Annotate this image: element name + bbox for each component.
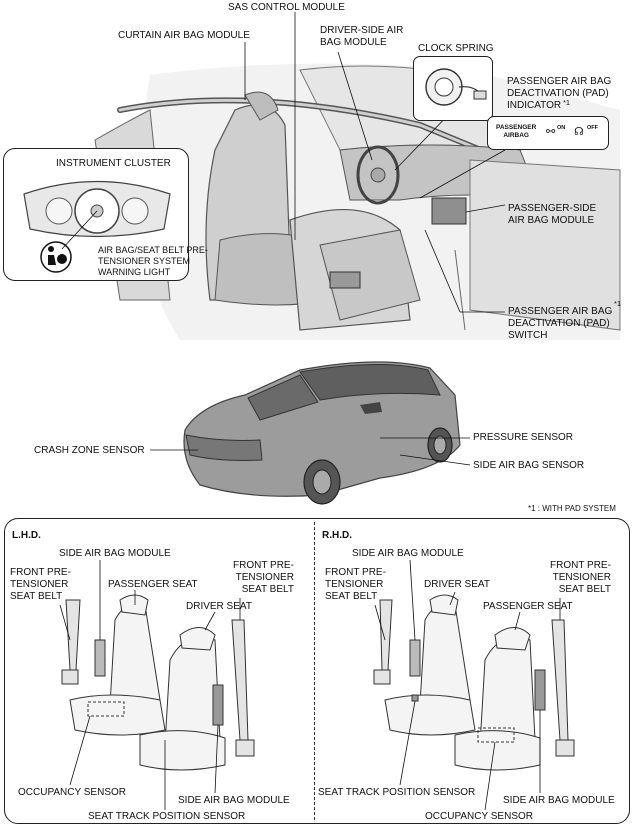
sas-control-module-box xyxy=(329,271,361,289)
steering-wheel-shape xyxy=(356,145,400,205)
rhd-heading: R.H.D. xyxy=(322,530,352,541)
label-pad-indicator: PASSENGER AIR BAG DEACTIVATION (PAD) IND… xyxy=(507,76,612,111)
clock-spring-drawing xyxy=(425,68,487,106)
seats-panel xyxy=(4,518,630,824)
label-instrument-cluster: INSTRUMENT CLUSTER xyxy=(56,158,171,169)
pad-off-text: OFF xyxy=(587,125,598,131)
seats-divider xyxy=(314,522,315,820)
instrument-cluster-inset xyxy=(3,148,189,281)
lhd-label-driver-seat: DRIVER SEAT xyxy=(186,601,252,612)
label-crash-zone-sensor: CRASH ZONE SENSOR xyxy=(34,445,145,456)
lhd-label-seat-track-position-sensor: SEAT TRACK POSITION SENSOR xyxy=(88,811,246,822)
rhd-label-seat-track-position-sensor: SEAT TRACK POSITION SENSOR xyxy=(318,787,476,798)
pad-indicator-inset: PASSENGER AIRBAG ⚯ ON ☊ OFF xyxy=(487,116,609,150)
label-curtain-air-bag-module: CURTAIN AIR BAG MODULE xyxy=(118,30,250,41)
label-pressure-sensor: PRESSURE SENSOR xyxy=(473,432,574,443)
passenger-air-bag-module-box xyxy=(431,197,467,225)
lhd-label-occupancy-sensor: OCCUPANCY SENSOR xyxy=(18,787,126,798)
label-sas-control-module: SAS CONTROL MODULE xyxy=(228,2,345,13)
pad-on-icon: ⚯ xyxy=(546,126,556,138)
label-side-air-bag-sensor: SIDE AIR BAG SENSOR xyxy=(473,460,585,471)
car-exterior-illustration xyxy=(150,361,471,505)
rhd-label-front-pretensioner-left: FRONT PRE- TENSIONER SEAT BELT xyxy=(325,567,386,602)
rhd-label-side-air-bag-module-bottom: SIDE AIR BAG MODULE xyxy=(503,795,615,806)
label-driver-side-air-bag-module: DRIVER-SIDE AIR BAG MODULE xyxy=(320,25,404,48)
label-clock-spring: CLOCK SPRING xyxy=(418,43,494,54)
label-warning-light: AIR BAG/SEAT BELT PRE- TENSIONER SYSTEM … xyxy=(98,245,208,277)
pad-on-text: ON xyxy=(557,125,566,131)
label-footnote: *1 : WITH PAD SYSTEM xyxy=(528,504,616,513)
lhd-label-front-pretensioner-left: FRONT PRE- TENSIONER SEAT BELT xyxy=(10,567,71,602)
rhd-label-side-air-bag-module-top: SIDE AIR BAG MODULE xyxy=(352,548,464,559)
pad-passenger-airbag-text: PASSENGER AIRBAG xyxy=(496,124,537,139)
lhd-heading: L.H.D. xyxy=(12,530,41,541)
lhd-label-front-pretensioner-right: FRONT PRE- TENSIONER SEAT BELT xyxy=(233,560,294,595)
pad-off-icon: ☊ xyxy=(574,126,584,138)
lhd-label-side-air-bag-module-bottom: SIDE AIR BAG MODULE xyxy=(178,795,290,806)
rhd-label-driver-seat: DRIVER SEAT xyxy=(424,579,490,590)
lhd-label-passenger-seat: PASSENGER SEAT xyxy=(108,579,198,590)
rhd-label-passenger-seat: PASSENGER SEAT xyxy=(483,601,573,612)
label-passenger-side-air-bag-module: PASSENGER-SIDE AIR BAG MODULE xyxy=(508,203,597,226)
clock-spring-inset xyxy=(413,56,493,121)
lhd-label-side-air-bag-module-top: SIDE AIR BAG MODULE xyxy=(59,548,171,559)
label-pad-switch-note: *1 xyxy=(614,299,622,308)
rhd-label-front-pretensioner-right: FRONT PRE- TENSIONER SEAT BELT xyxy=(550,560,611,595)
instrument-cluster-drawing xyxy=(23,180,171,273)
label-pad-switch: PASSENGER AIR BAG DEACTIVATION (PAD) SWI… xyxy=(508,306,613,341)
rhd-label-occupancy-sensor: OCCUPANCY SENSOR xyxy=(425,811,533,822)
label-pad-indicator-note: *1 xyxy=(563,98,571,107)
